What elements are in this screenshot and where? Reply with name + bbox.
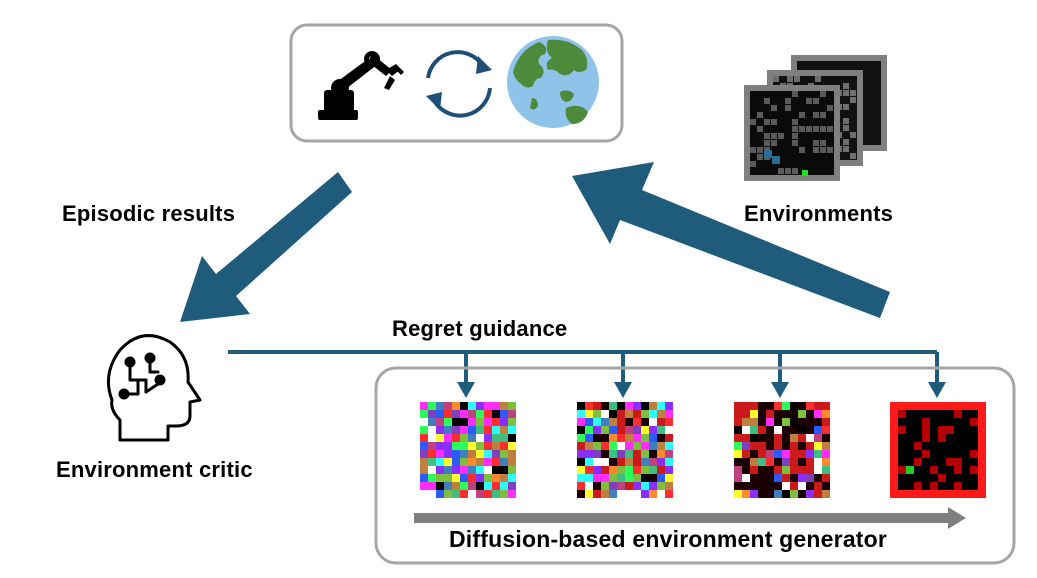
generator-box bbox=[374, 366, 1016, 565]
noisy-sample-2 bbox=[577, 402, 673, 498]
denoised-maze bbox=[890, 402, 986, 498]
episodic-results-label: Episodic results bbox=[62, 201, 236, 226]
generator-label: Diffusion-based environment generator bbox=[449, 526, 888, 552]
progress-arrow bbox=[414, 507, 966, 529]
regret-guidance-label: Regret guidance bbox=[392, 316, 568, 341]
noisy-sample-3 bbox=[734, 402, 830, 498]
episodic-results-arrow bbox=[180, 172, 352, 322]
noisy-sample-1 bbox=[420, 402, 516, 498]
robot-arm-icon bbox=[318, 51, 404, 120]
maze-stack-icon bbox=[744, 55, 887, 181]
regret-guidance-arrows bbox=[228, 350, 939, 384]
globe-icon bbox=[507, 36, 599, 128]
ai-head-icon bbox=[106, 334, 202, 442]
cycle-arrows-icon bbox=[426, 50, 492, 118]
environments-label: Environments bbox=[744, 201, 894, 226]
environments-arrow bbox=[572, 162, 890, 318]
regret-arrowheads bbox=[457, 382, 946, 398]
environment-critic-label: Environment critic bbox=[56, 457, 253, 482]
